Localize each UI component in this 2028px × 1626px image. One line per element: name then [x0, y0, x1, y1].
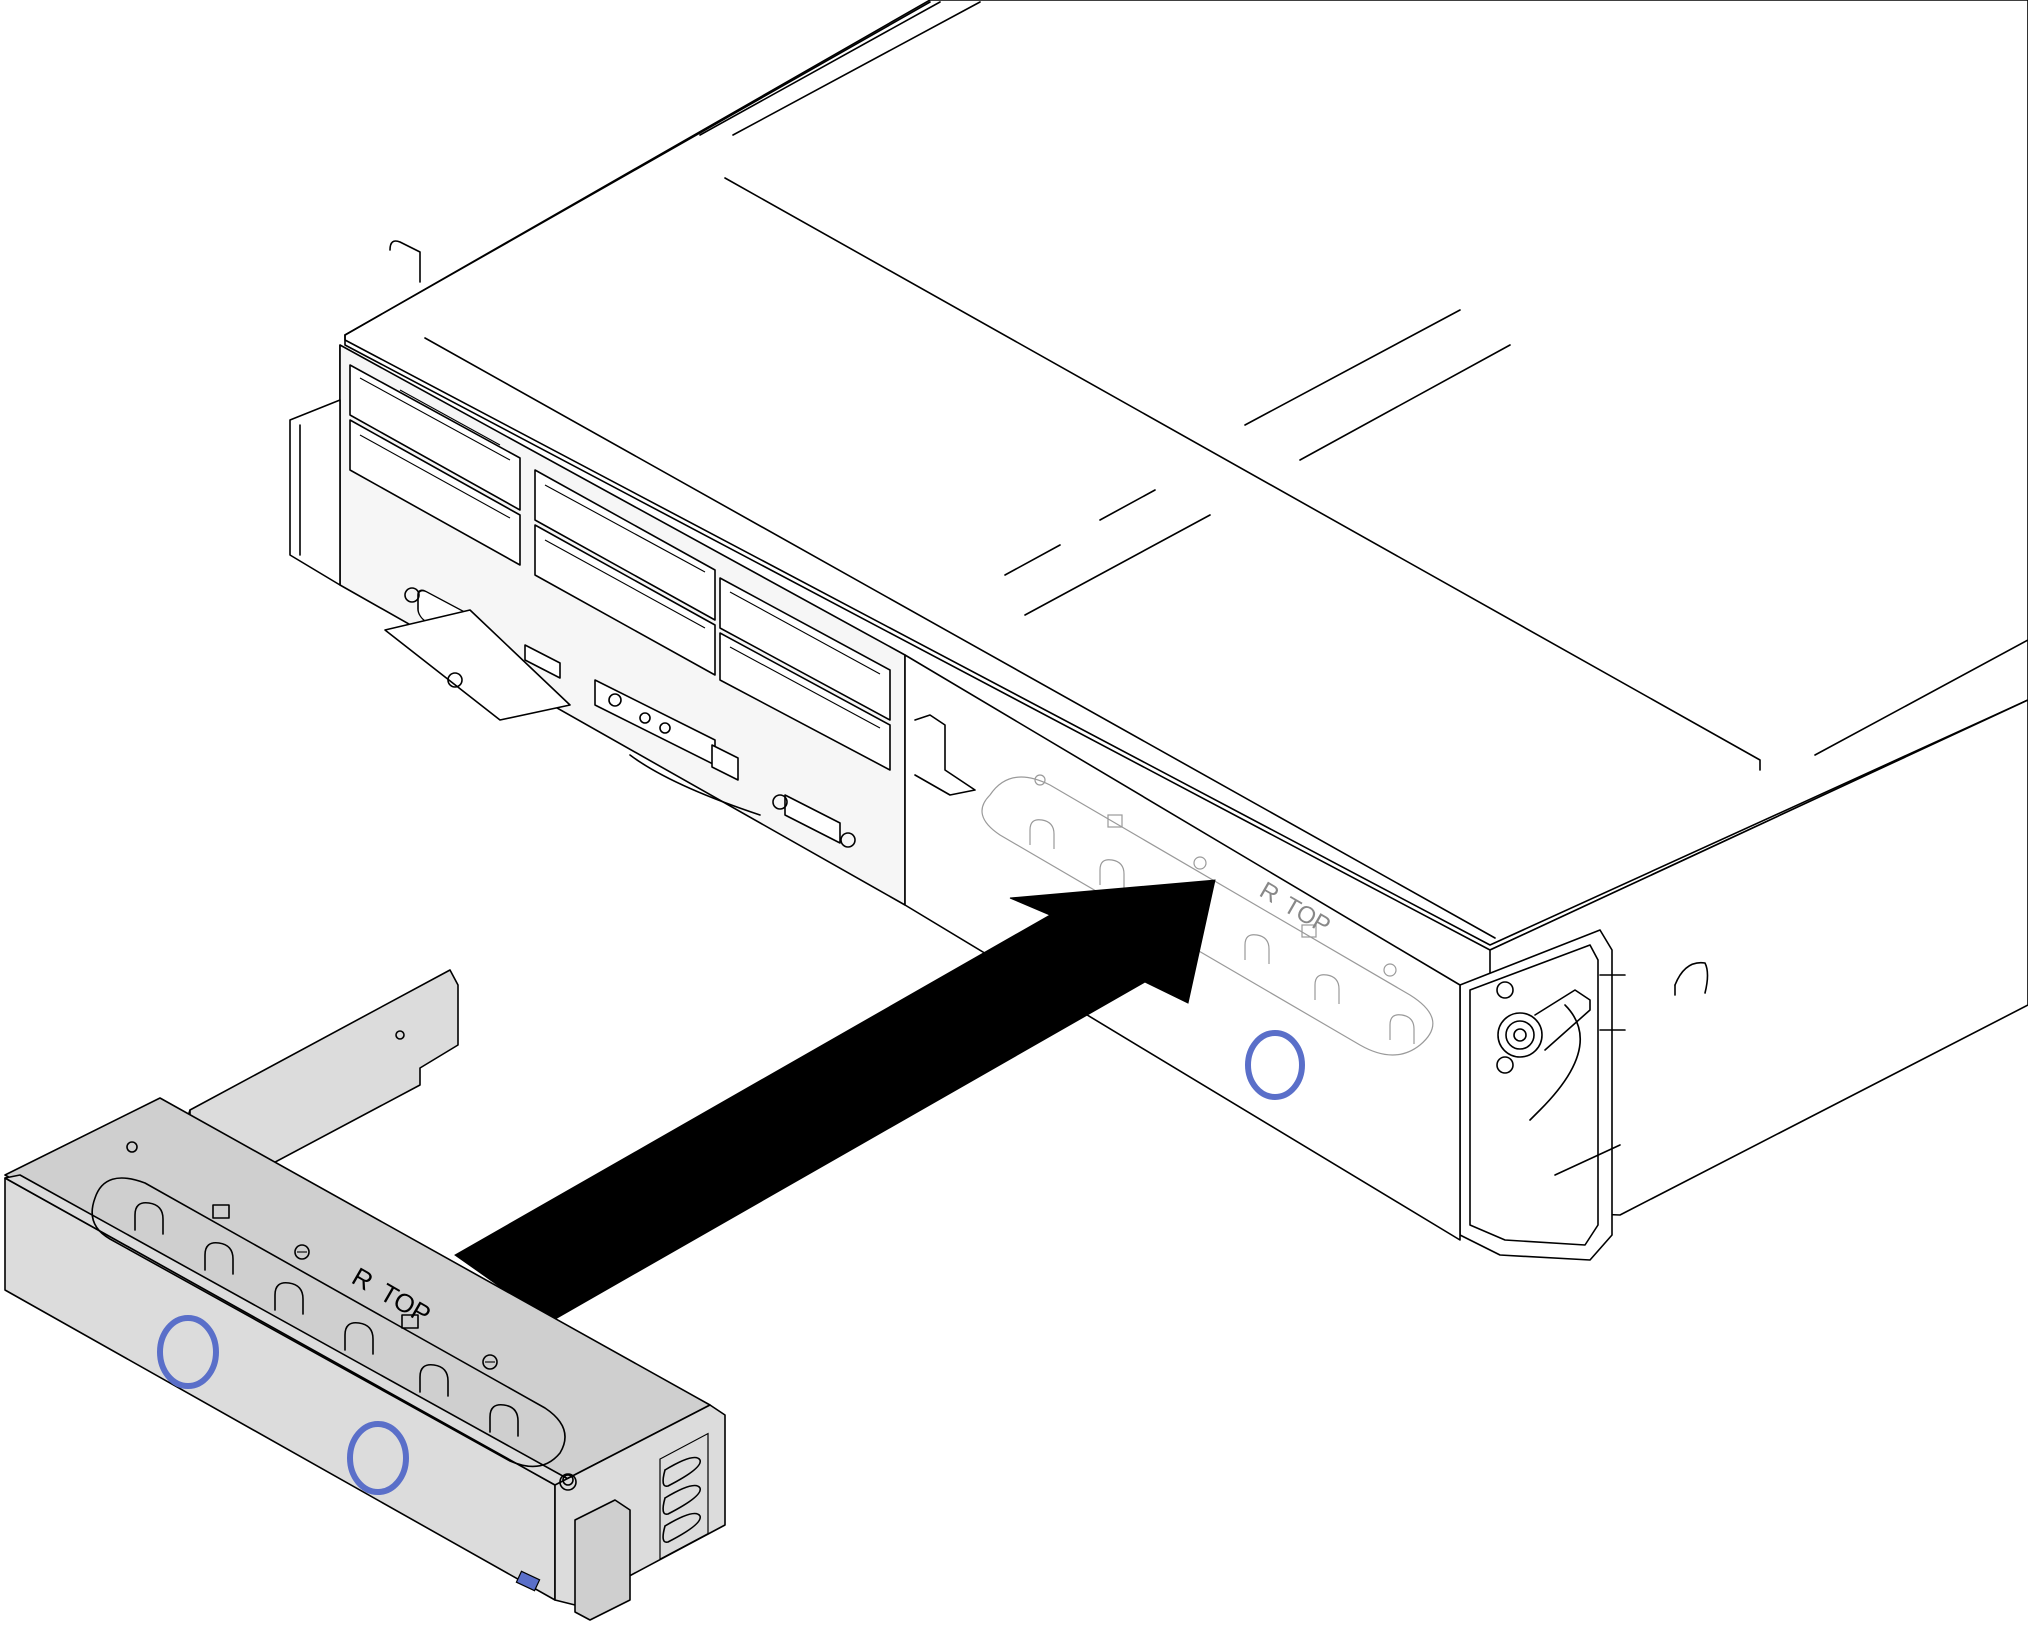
- bracket-u-hooks: [134, 1201, 519, 1437]
- drive-bay-6[interactable]: [719, 632, 891, 771]
- serial-port-icon: [772, 794, 856, 848]
- drive-bay-1[interactable]: [349, 364, 521, 511]
- rack-ear: [1459, 929, 1626, 1261]
- drive-bay-2[interactable]: [349, 419, 521, 566]
- drive-bay-4[interactable]: [534, 524, 716, 676]
- ear-screw-icon: [1496, 981, 1514, 999]
- pcie-riser-bracket: R TOP: [4, 969, 726, 1621]
- rj45-port-icon: [711, 744, 739, 781]
- slot-touch-point-icon: [1245, 1030, 1305, 1100]
- slot-u-hooks: [1029, 819, 1415, 1044]
- chassis-top-cover: [344, 0, 2028, 946]
- end-plate-vents: [659, 1432, 709, 1560]
- thumbscrew-icon[interactable]: [1497, 989, 1591, 1058]
- insert-direction-arrow-icon: [454, 879, 1216, 1323]
- bracket-touch-point-icon-1: [157, 1315, 219, 1389]
- usb-port-icon: [524, 644, 561, 679]
- server-chassis: R TOP: [289, 0, 2028, 1261]
- bracket-screw-icon-2: [482, 1354, 498, 1370]
- bracket-blue-latch[interactable]: [515, 1570, 541, 1592]
- bracket-screw-icon: [294, 1244, 310, 1260]
- drive-bay-5[interactable]: [719, 577, 891, 721]
- bracket-touch-point-icon-2: [347, 1421, 409, 1495]
- drive-bay-3[interactable]: [534, 469, 716, 621]
- compute-node: [289, 240, 906, 906]
